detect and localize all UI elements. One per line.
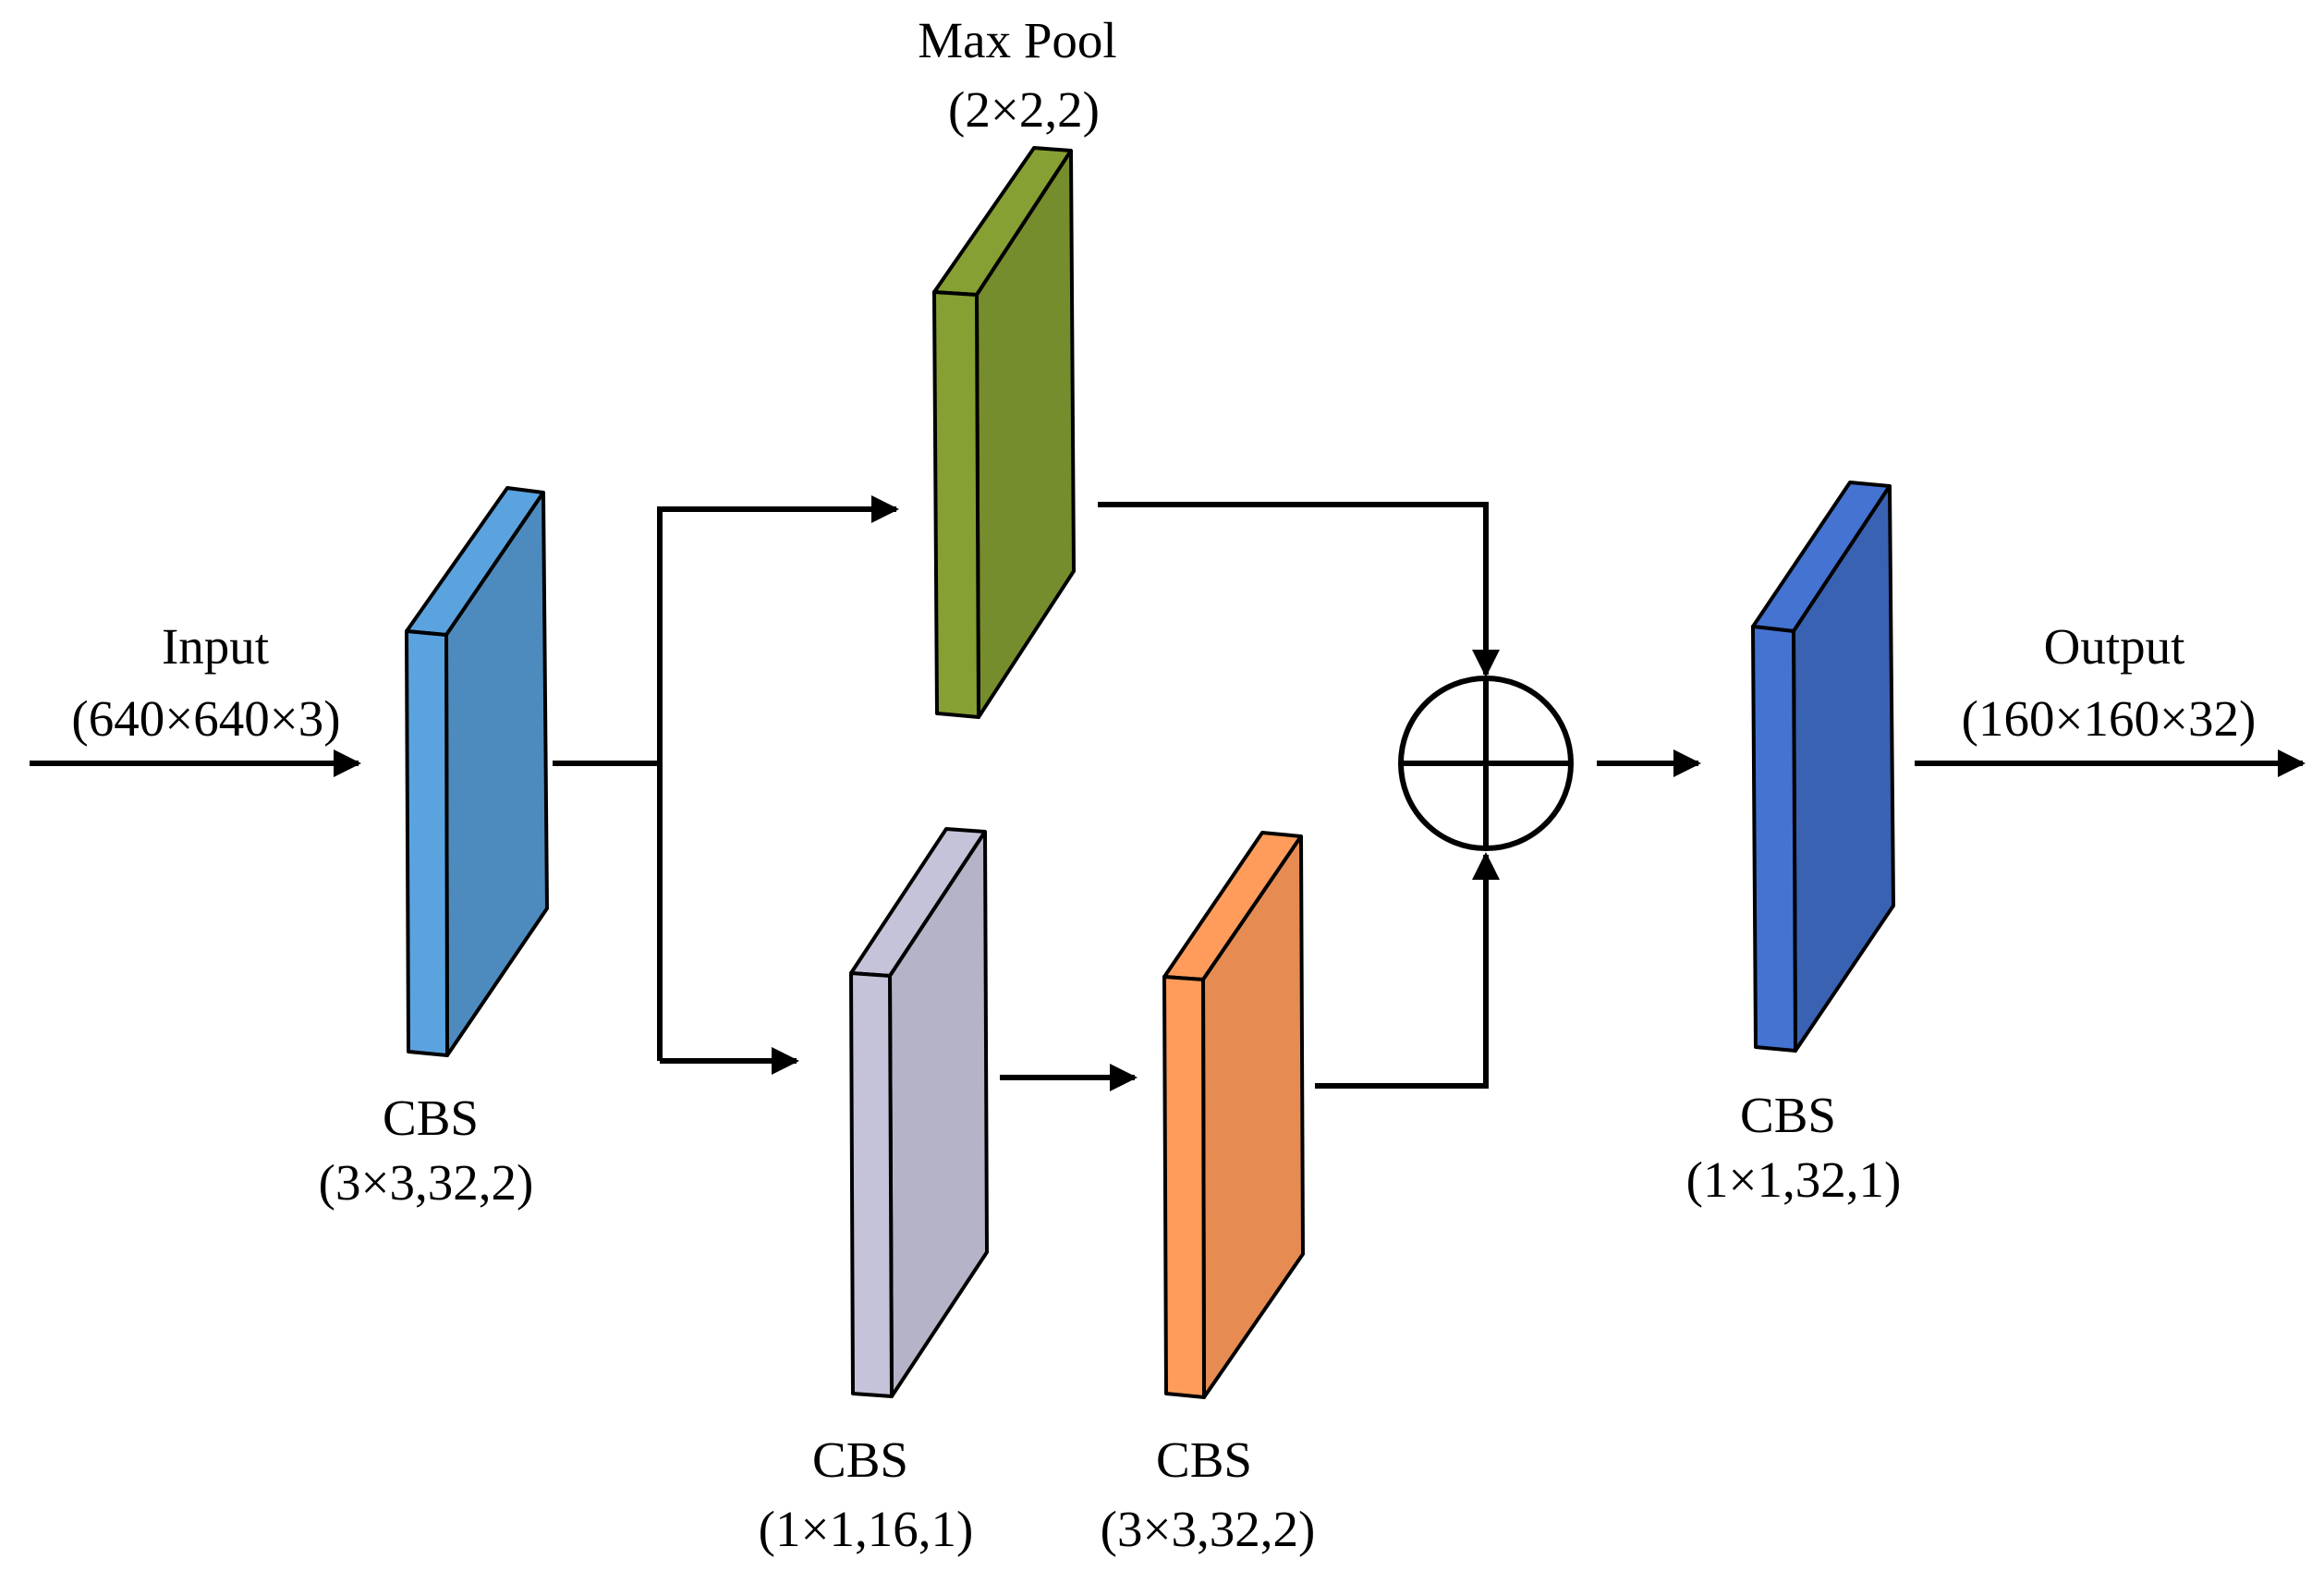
output-title: Output [2044, 618, 2185, 675]
add-merge-icon [1398, 676, 1574, 851]
maxpool-params: (2×2,2) [948, 81, 1100, 138]
maxpool-to-merge-arrow [1098, 502, 1500, 677]
cbs-3x3-to-merge-arrow [1315, 852, 1500, 1089]
cbs-out-params: (1×1,32,1) [1686, 1151, 1902, 1208]
cbs-out-block [1751, 481, 1895, 1053]
maxpool-block [932, 146, 1076, 719]
cbs-1x1-16-block [849, 827, 989, 1398]
split-to-maxpool-arrow [657, 495, 899, 1061]
cbs-3x3-32-name: CBS [1156, 1431, 1252, 1488]
input-shape: (640×640×3) [71, 690, 340, 747]
cbs-1x1-16-name: CBS [812, 1431, 908, 1488]
output-shape: (160×160×32) [1962, 690, 2257, 747]
cbs-1x1-16-params: (1×1,16,1) [759, 1501, 974, 1557]
maxpool-name: Max Pool [918, 12, 1116, 68]
cbs-stem-name: CBS [383, 1090, 479, 1146]
cbs-stem-params: (3×3,32,2) [319, 1154, 534, 1211]
cbs-3x3-32-params: (3×3,32,2) [1101, 1501, 1316, 1557]
input-title: Input [162, 618, 269, 675]
cbs-out-name: CBS [1740, 1087, 1836, 1143]
cbs-3x3-32-block [1162, 831, 1305, 1399]
cbs-stem-block [405, 486, 549, 1057]
